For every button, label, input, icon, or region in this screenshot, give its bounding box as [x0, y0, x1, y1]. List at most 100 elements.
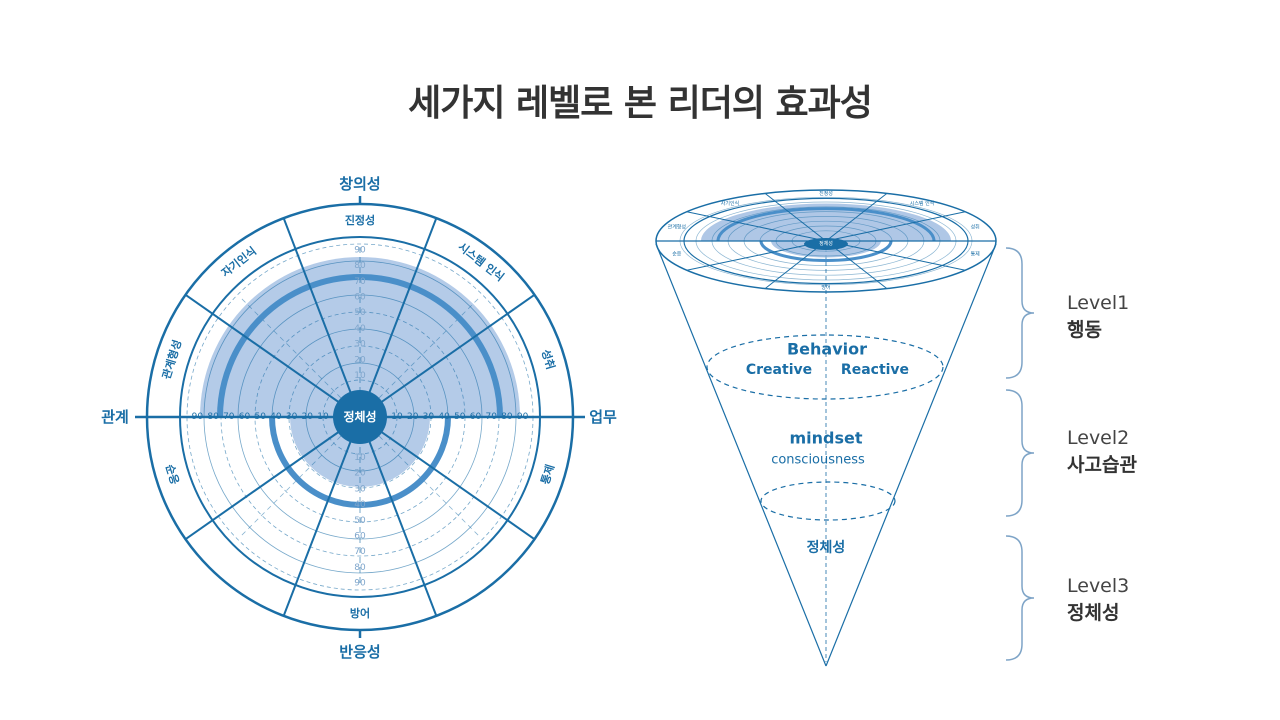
wheel-segment-label: 진정성: [345, 213, 375, 227]
cone-top-divider: [826, 193, 887, 241]
wheel-tick-left: 60: [239, 412, 251, 422]
wheel-tick-up: 30: [354, 340, 366, 350]
level1-label: Level1 행동: [1067, 290, 1129, 344]
cone-top-fill: [701, 203, 951, 241]
cone-top-segment-label: 관계형성: [668, 223, 686, 230]
wheel-tick-right: 50: [454, 412, 466, 422]
wheel-tick-down: 70: [354, 547, 366, 557]
level2-name: 사고습관: [1067, 454, 1137, 476]
cone-mindset-ellipse: [760, 481, 896, 521]
wheel-segment-divider: [184, 294, 361, 418]
wheel-segment-divider: [282, 416, 361, 617]
wheel-tick-left: 80: [207, 412, 219, 422]
wheel-tick-up: 90: [354, 245, 366, 255]
cone-top-arc: [718, 209, 934, 241]
wheel-segment-divider: [359, 416, 536, 540]
cone-mindset-label: mindset: [789, 429, 862, 448]
wheel-tick-up: 40: [354, 324, 366, 334]
cone-top-divider: [687, 241, 826, 270]
cone-top-divider: [765, 193, 826, 241]
level3-bracket: [1005, 535, 1035, 661]
wheel-segment-divider: [359, 294, 536, 418]
wheel-tick-left: 70: [223, 412, 235, 422]
wheel-tick-down: 30: [354, 484, 366, 494]
wheel-segment-label: 순응: [163, 463, 181, 486]
cone-top-divider: [687, 212, 826, 241]
wheel-label-right: 업무: [589, 408, 617, 426]
cone-identity-label: 정체성: [807, 539, 846, 556]
level2-label: Level2 사고습관: [1067, 425, 1137, 479]
wheel-tick-right: 30: [423, 412, 435, 422]
cone-top-segment-label: 진정성: [819, 190, 833, 197]
wheel-tick-right: 20: [407, 412, 419, 422]
wheel-tick-left: 20: [302, 412, 314, 422]
wheel-upper-arc: [217, 274, 503, 418]
wheel-dashed-radial: [239, 296, 361, 418]
cone-reactive-label: Reactive: [841, 362, 909, 378]
cone-consciousness-label: consciousness: [771, 453, 865, 468]
wheel-segment-divider: [359, 217, 438, 418]
wheel-tick-right: 40: [438, 412, 450, 422]
cone-top-segment-label: 통제: [971, 251, 981, 258]
wheel-segment-divider: [184, 416, 361, 540]
cone-top-segment-label: 성취: [971, 223, 980, 230]
wheel-segment-label: 통제: [538, 463, 557, 486]
wheel-tick-right: 70: [485, 412, 497, 422]
wheel-tick-right: 80: [501, 412, 513, 422]
level3-name: 정체성: [1067, 602, 1120, 624]
wheel-segment-label: 방어: [350, 606, 370, 620]
cone-creative-label: Creative: [746, 362, 812, 378]
level2-title: Level2: [1067, 427, 1130, 449]
wheel-tick-up: 10: [354, 371, 366, 381]
wheel-segment-divider: [359, 416, 438, 617]
cone-top-lower-arc: [761, 241, 891, 261]
cone-right-edge: [825, 243, 997, 667]
level1-name: 행동: [1067, 319, 1102, 341]
wheel-tick-down: 80: [354, 563, 366, 573]
wheel-label-bottom: 반응성: [339, 643, 380, 661]
wheel-tick-up: 80: [354, 261, 366, 271]
cone-top-center-label: 정체성: [819, 240, 833, 247]
cone-top-center: [804, 238, 848, 250]
wheel-tick-left: 10: [317, 412, 329, 422]
wheel-tick-left: 50: [254, 412, 266, 422]
wheel-tick-down: 10: [354, 453, 366, 463]
wheel-tick-down: 20: [354, 469, 366, 479]
wheel-label-left: 관계: [101, 408, 129, 426]
wheel-center-circle: [333, 390, 387, 444]
wheel-segment-label: 자기인식: [218, 244, 259, 280]
wheel-lower-arc: [269, 416, 451, 508]
wheel-group: 1010101020202020303030304040404050505050…: [101, 175, 617, 661]
wheel-segment-label: 시스템 인식: [456, 239, 508, 284]
cone-top-segment-label: 자기인식: [721, 200, 739, 207]
wheel-tick-down: 60: [354, 532, 366, 542]
wheel-tick-up: 60: [354, 293, 366, 303]
cone-left-edge: [655, 243, 827, 667]
wheel-segment-label: 관계형성: [159, 338, 184, 381]
cone-top-segment-label: 방어: [821, 284, 830, 291]
cone-top-segment-label: 시스템 인식: [910, 200, 935, 207]
wheel-tick-up: 20: [354, 355, 366, 365]
wheel-center-label: 정체성: [343, 409, 376, 424]
page-title: 세가지 레벨로 본 리더의 효과성: [408, 83, 873, 124]
wheel-tick-right: 10: [391, 412, 403, 422]
wheel-tick-up: 50: [354, 308, 366, 318]
wheel-tick-left: 40: [270, 412, 282, 422]
level1-bracket: [1005, 247, 1035, 379]
cone-behavior-label: Behavior: [787, 340, 867, 359]
cone-top-divider: [826, 212, 965, 241]
wheel-tick-down: 50: [354, 516, 366, 526]
level1-title: Level1: [1067, 292, 1130, 314]
wheel-tick-down: 90: [354, 579, 366, 589]
wheel-label-top: 창의성: [339, 175, 380, 193]
cone-top-segment-label: 순응: [672, 251, 682, 258]
cone-top-divider: [826, 241, 965, 270]
cone-top-wheel: [656, 190, 996, 292]
cone-behavior-ellipse: [706, 334, 944, 400]
wheel-tick-down: 40: [354, 500, 366, 510]
wheel-segment-divider: [282, 217, 361, 418]
level3-label: Level3 정체성: [1067, 573, 1129, 627]
level3-title: Level3: [1067, 575, 1130, 597]
level2-bracket: [1005, 389, 1035, 517]
